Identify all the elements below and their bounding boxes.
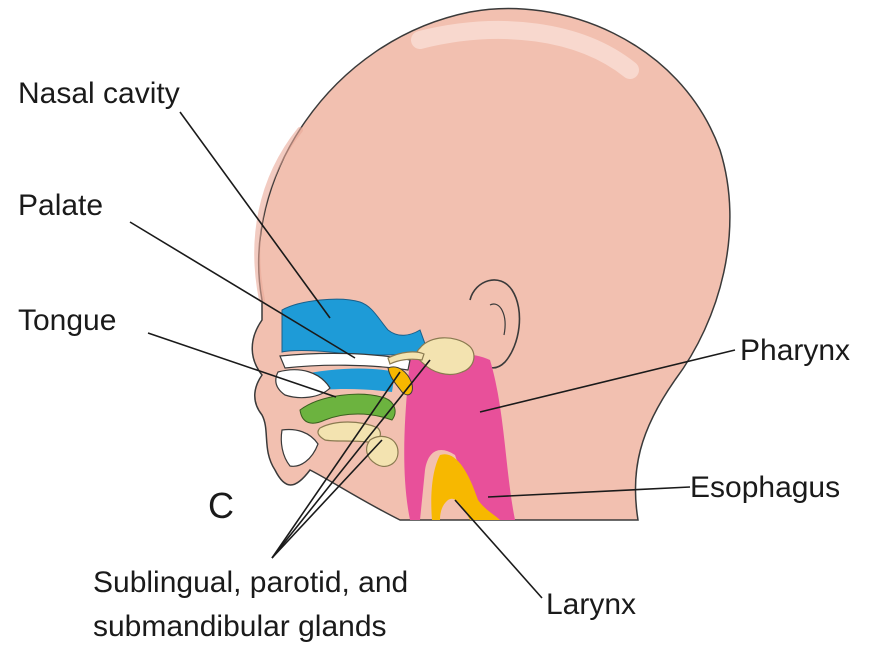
label-nasal-cavity: Nasal cavity [18, 77, 180, 110]
label-tongue: Tongue [18, 304, 116, 337]
label-larynx: Larynx [546, 588, 636, 621]
label-glands-line2: submandibular glands [93, 610, 387, 643]
label-esophagus: Esophagus [690, 471, 840, 504]
label-pharynx: Pharynx [740, 334, 850, 367]
panel-letter: C [208, 485, 234, 526]
label-palate: Palate [18, 189, 103, 222]
label-glands-line1: Sublingual, parotid, and [93, 566, 408, 599]
